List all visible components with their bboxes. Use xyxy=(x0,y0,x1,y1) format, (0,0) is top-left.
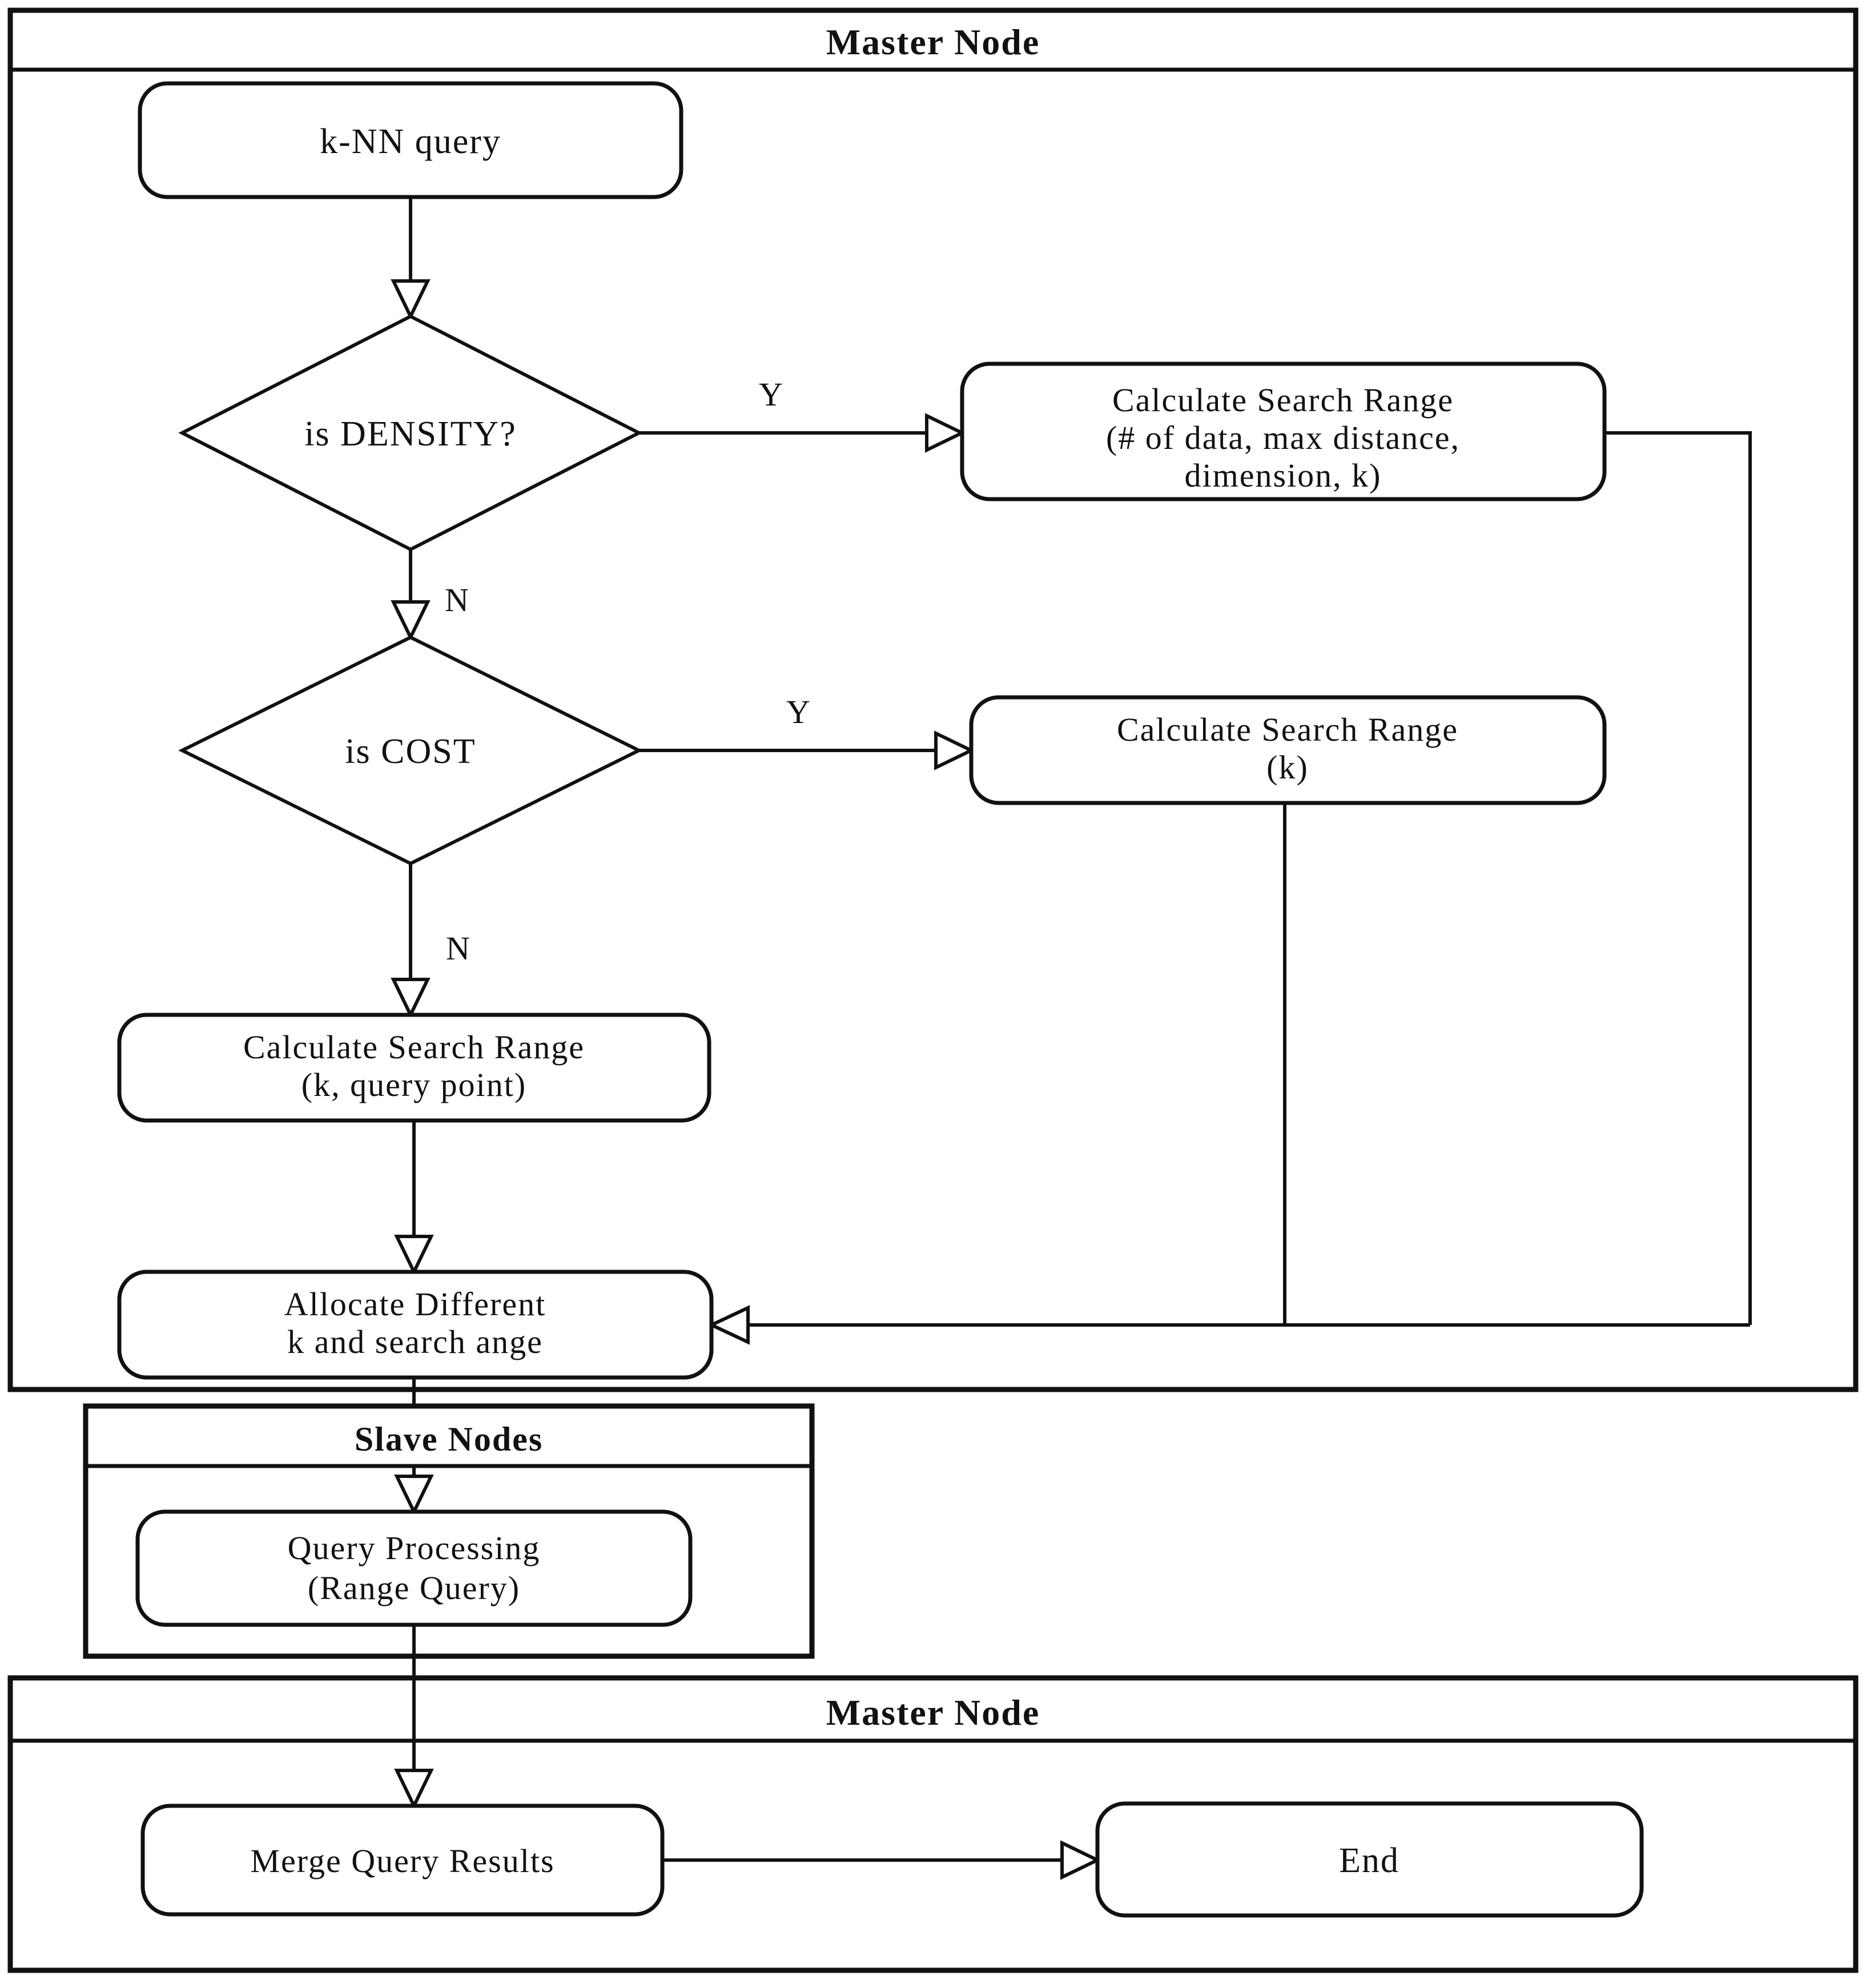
arrowhead-left-icon xyxy=(707,1305,750,1345)
end-label: End xyxy=(1339,1841,1400,1880)
cost-no-label: N xyxy=(446,930,470,967)
slave-nodes-title: Slave Nodes xyxy=(355,1420,543,1458)
calc-density-line3: dimension, k) xyxy=(1185,457,1382,494)
arrowhead-down-icon xyxy=(391,978,431,1019)
process-calc-search-range-cost: Calculate Search Range (k) xyxy=(969,695,1607,805)
calc-default-line2: (k, query point) xyxy=(301,1066,526,1103)
edge-density-yes: Y xyxy=(639,376,966,453)
decision-is-cost: is COST xyxy=(178,635,643,866)
arrowhead-down-icon xyxy=(394,1475,434,1516)
master-node-top-title: Master Node xyxy=(826,22,1040,62)
master-node-bottom-title: Master Node xyxy=(826,1692,1040,1733)
edge-cost-no: N xyxy=(391,864,470,1019)
query-processing-line1: Query Processing xyxy=(288,1529,541,1567)
query-processing-line2: (Range Query) xyxy=(308,1569,520,1607)
arrowhead-right-icon xyxy=(934,730,975,770)
start-node-knn-query: k-NN query xyxy=(138,81,683,199)
arrowhead-down-icon xyxy=(391,279,431,320)
calc-default-line1: Calculate Search Range xyxy=(243,1029,585,1066)
density-yes-label: Y xyxy=(759,376,783,413)
arrowhead-right-icon xyxy=(1060,1840,1101,1880)
end-node: End xyxy=(1095,1801,1644,1918)
edge-query-processing-to-merge xyxy=(394,1625,434,1810)
edge-calc-density-return xyxy=(1604,431,1752,1325)
edge-calc-default-to-allocate xyxy=(394,1120,434,1276)
is-cost-label: is COST xyxy=(345,732,476,771)
allocate-line1: Allocate Different xyxy=(284,1286,546,1323)
arrowhead-right-icon xyxy=(925,413,966,453)
arrowhead-down-icon xyxy=(394,1235,434,1276)
knn-query-label: k-NN query xyxy=(320,122,501,161)
density-no-label: N xyxy=(445,581,469,619)
process-allocate: Allocate Different k and search ange xyxy=(117,1270,714,1380)
edge-merge-to-end xyxy=(662,1840,1101,1880)
calc-density-line1: Calculate Search Range xyxy=(1112,381,1454,419)
process-query-processing: Query Processing (Range Query) xyxy=(135,1509,693,1627)
process-calc-search-range-density: Calculate Search Range (# of data, max d… xyxy=(960,362,1607,501)
process-merge-query-results: Merge Query Results xyxy=(140,1804,665,1917)
edge-knn-to-density xyxy=(391,197,431,320)
edge-density-no: N xyxy=(391,549,469,641)
arrowhead-down-icon xyxy=(394,1769,434,1810)
process-calc-search-range-default: Calculate Search Range (k, query point) xyxy=(117,1013,711,1123)
cost-yes-label: Y xyxy=(786,693,810,730)
decision-is-density: is DENSITY? xyxy=(178,314,643,552)
edge-slave-to-query-processing xyxy=(394,1466,434,1516)
calc-cost-line2: (k) xyxy=(1266,749,1309,786)
arrowhead-down-icon xyxy=(391,600,431,641)
calc-density-line2: (# of data, max distance, xyxy=(1106,419,1460,456)
edge-cost-yes: Y xyxy=(639,693,975,770)
allocate-line2: k and search ange xyxy=(287,1323,543,1360)
merge-label: Merge Query Results xyxy=(250,1842,554,1879)
edge-return-into-allocate xyxy=(707,1305,1750,1345)
is-density-label: is DENSITY? xyxy=(304,415,517,453)
calc-cost-line1: Calculate Search Range xyxy=(1117,711,1458,748)
